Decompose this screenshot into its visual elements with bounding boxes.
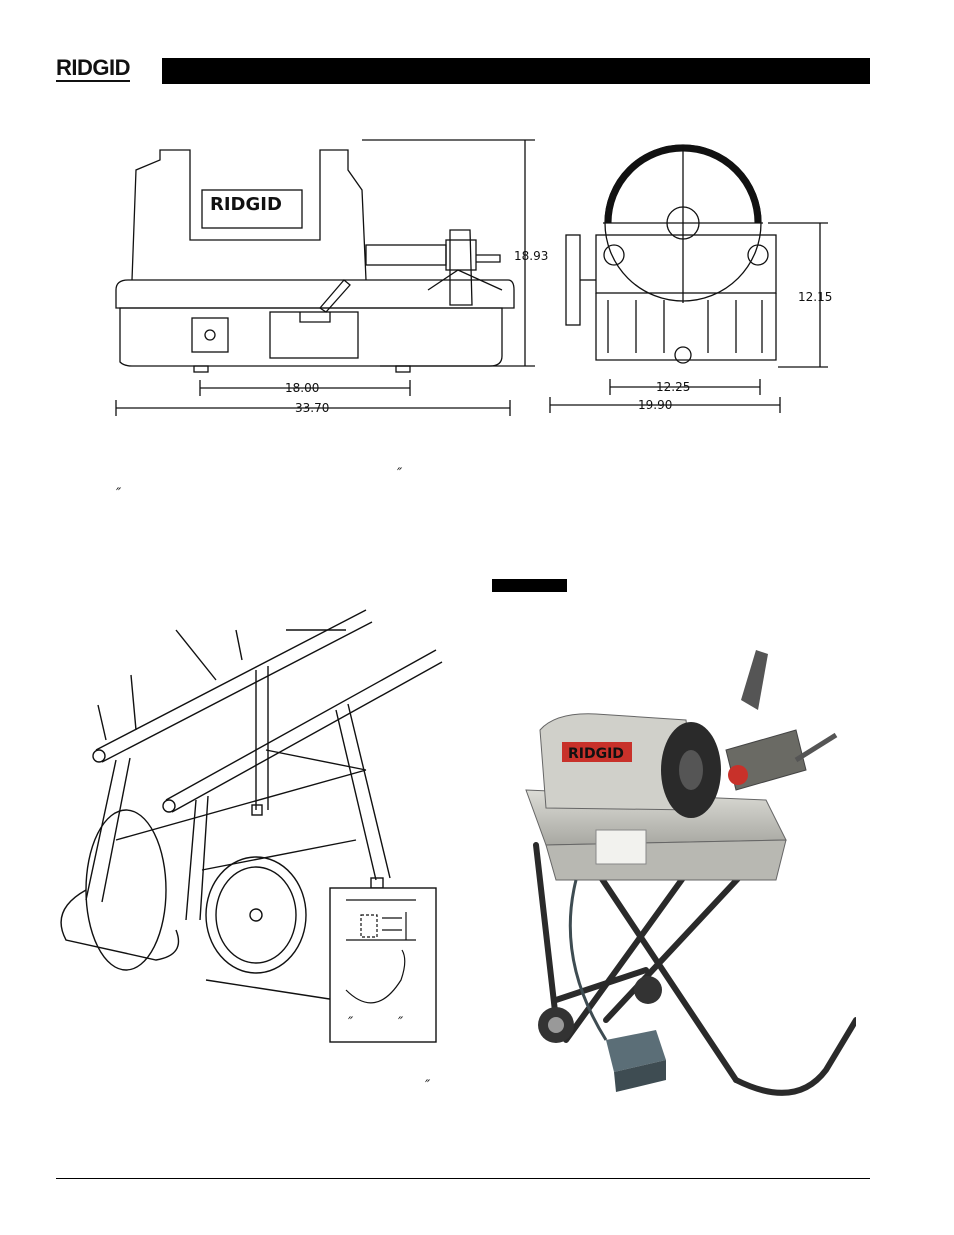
dim-overall-length: 33.70: [295, 401, 329, 415]
footer-rule: [56, 1178, 870, 1179]
inch-mark: ″: [398, 1015, 404, 1031]
front-view-drawing: RIDGID 18.93 18.00 33.70: [115, 139, 548, 416]
side-view-drawing: 12.15 12.25 19.90: [549, 144, 832, 413]
threading-machine-photo: RIDGID: [525, 650, 856, 1096]
drawing-brand: RIDGID: [210, 194, 282, 215]
ridgid-logo: RIDGID: [56, 55, 131, 82]
stand-assembly-drawing: [60, 609, 443, 1043]
inch-mark: ″: [397, 466, 403, 482]
photo-brand: RIDGID: [568, 746, 624, 762]
inch-mark: ″: [425, 1078, 431, 1094]
inch-mark: ″: [348, 1015, 354, 1031]
dim-inner-width: 12.25: [656, 380, 690, 394]
dim-height-front: 18.93: [514, 249, 548, 263]
inch-mark: ″: [116, 486, 122, 502]
header-bar: [162, 58, 870, 84]
dim-overall-width: 19.90: [638, 398, 672, 412]
dim-leg-span: 18.00: [285, 381, 319, 395]
label-bar: [492, 579, 567, 592]
dim-height-side: 12.15: [798, 290, 832, 304]
